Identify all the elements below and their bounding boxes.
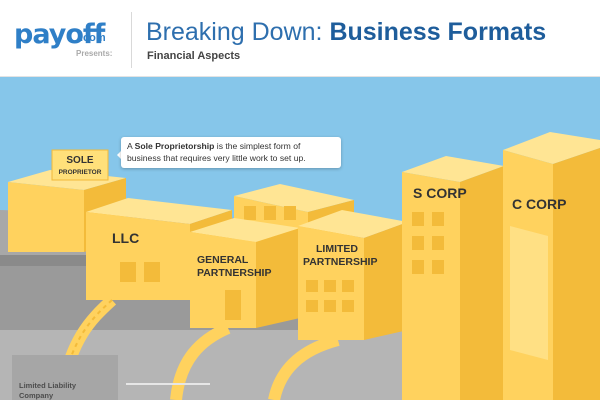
sole-proprietor-tooltip: A Sole Proprietorship is the simplest fo… xyxy=(121,137,341,168)
driveway xyxy=(268,334,340,400)
limited-window xyxy=(342,300,354,312)
general-door xyxy=(225,290,241,320)
s-corp-building[interactable]: S CORP xyxy=(402,156,504,400)
tooltip-arrow xyxy=(117,150,122,160)
header: payoff .com Presents: Breaking Down: Bus… xyxy=(0,0,600,77)
general-partnership-building[interactable]: GENERAL PARTNERSHIP xyxy=(190,218,300,328)
limited-label-line2: PARTNERSHIP xyxy=(303,256,377,268)
limited-label-line1: LIMITED xyxy=(316,243,358,255)
s-corp-window xyxy=(432,260,444,274)
general-label-line1: GENERAL xyxy=(197,254,249,266)
s-corp-window xyxy=(412,212,424,226)
s-corp-window xyxy=(432,236,444,250)
limited-window xyxy=(306,280,318,292)
back-window xyxy=(284,206,296,220)
driveway xyxy=(170,322,231,400)
payoff-logo[interactable]: payoff .com Presents: xyxy=(14,20,126,66)
s-corp-window xyxy=(412,260,424,274)
limited-window xyxy=(324,300,336,312)
title-bold: Business Formats xyxy=(329,18,547,46)
limited-window xyxy=(324,280,336,292)
llc-window xyxy=(120,262,136,282)
llc-footer-label: Limited Liability Company xyxy=(19,381,77,400)
footer-block xyxy=(12,355,118,400)
back-window xyxy=(264,206,276,220)
limited-window xyxy=(306,300,318,312)
sole-sign-line2: PROPRIETOR xyxy=(59,169,102,176)
tooltip-rest: is the simplest form of business that re… xyxy=(127,141,306,163)
sole-sign xyxy=(51,149,109,181)
tooltip-bold: Sole Proprietorship xyxy=(134,141,215,151)
llc-label: LLC xyxy=(112,230,139,246)
limited-partnership-building[interactable]: LIMITED PARTNERSHIP xyxy=(298,210,408,340)
logo-domain: .com xyxy=(80,32,106,44)
illustration-scene: SOLE PROPRIETOR LLC GENERAL PARTNERSHIP xyxy=(0,77,600,400)
s-corp-window xyxy=(432,212,444,226)
limited-window xyxy=(342,280,354,292)
header-divider xyxy=(131,12,132,68)
s-corp-label: S CORP xyxy=(413,185,467,201)
tooltip-prefix: A xyxy=(127,141,135,151)
back-window xyxy=(244,206,256,220)
logo-presents: Presents: xyxy=(76,49,113,58)
page-subtitle: Financial Aspects xyxy=(147,50,241,62)
back-building-top xyxy=(234,184,354,212)
c-corp-label: C CORP xyxy=(512,196,566,212)
sole-sign-line1: SOLE xyxy=(66,155,94,166)
s-corp-window xyxy=(412,236,424,250)
c-corp-building[interactable]: C CORP xyxy=(503,132,600,400)
city-illustration: SOLE PROPRIETOR LLC GENERAL PARTNERSHIP xyxy=(0,132,600,400)
c-corp-glass xyxy=(510,226,548,360)
title-regular: Breaking Down: xyxy=(146,18,330,46)
page-title: Breaking Down: Business Formats xyxy=(146,18,546,47)
general-label-line2: PARTNERSHIP xyxy=(197,267,271,279)
logo-text: payoff xyxy=(14,19,105,50)
llc-window xyxy=(144,262,160,282)
